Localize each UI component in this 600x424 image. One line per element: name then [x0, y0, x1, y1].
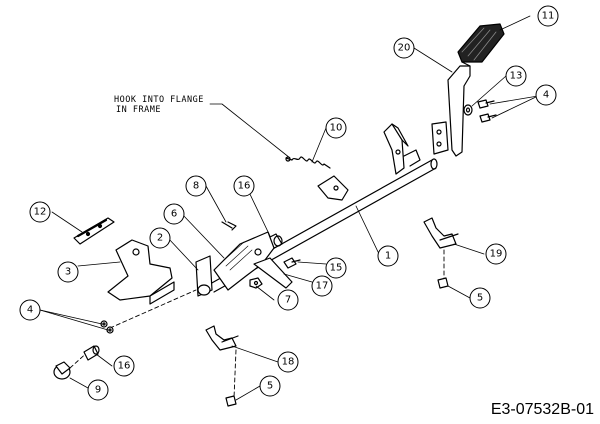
bracket-left: [107, 239, 175, 305]
callout-5-lower: 5: [267, 381, 273, 392]
latch-bar: [73, 217, 115, 245]
callout-9: 9: [95, 385, 101, 396]
callout-1: 1: [385, 251, 391, 262]
callout-13: 13: [510, 71, 523, 82]
pedal-arm: [431, 65, 471, 157]
callout-3: 3: [65, 267, 71, 278]
callout-11: 11: [542, 11, 555, 22]
callout-12: 12: [34, 207, 47, 218]
callout-4-lower: 4: [27, 305, 33, 316]
pin: [221, 221, 237, 231]
figure-id: E3-07532B-01: [491, 401, 594, 418]
callout-17: 17: [316, 281, 329, 292]
callout-16-upper: 16: [238, 181, 251, 192]
pedal-pad: [457, 23, 505, 67]
callout-8: 8: [193, 181, 199, 192]
shaft-bracket-right: [383, 123, 421, 175]
shaft-collar: [195, 255, 213, 297]
callout-10: 10: [330, 123, 343, 134]
bolt-pair-upper: [477, 99, 497, 123]
screw: [283, 257, 301, 269]
clip-right: [423, 217, 459, 249]
callout-15: 15: [330, 263, 343, 274]
assembly-note-line1: HOOK INTO FLANGE: [114, 95, 204, 105]
bushing-lower: [83, 345, 100, 361]
screw-right: [437, 277, 449, 289]
callout-5-right: 5: [477, 293, 483, 304]
lever-plate: [253, 257, 293, 289]
callout-18: 18: [282, 357, 295, 368]
cap: [53, 361, 71, 380]
callout-7: 7: [285, 295, 291, 306]
spring-bracket: [317, 175, 349, 201]
nut: [249, 277, 263, 289]
callout-4-upper: 4: [543, 90, 549, 101]
sector-plate: [213, 231, 275, 291]
washer: [463, 104, 473, 116]
callout-circles: [19, 5, 559, 401]
screw-lower: [225, 395, 237, 407]
callout-6: 6: [171, 209, 177, 220]
bolt-pair-lower: [100, 320, 114, 334]
assembly-note-line2: IN FRAME: [116, 105, 161, 115]
spring: [285, 156, 331, 169]
callout-19: 19: [490, 249, 503, 260]
clip-lower: [205, 325, 239, 351]
callout-20: 20: [398, 43, 411, 54]
callout-16-lower: 16: [118, 361, 131, 372]
callout-2: 2: [157, 233, 163, 244]
leader-lines: [39, 15, 539, 401]
